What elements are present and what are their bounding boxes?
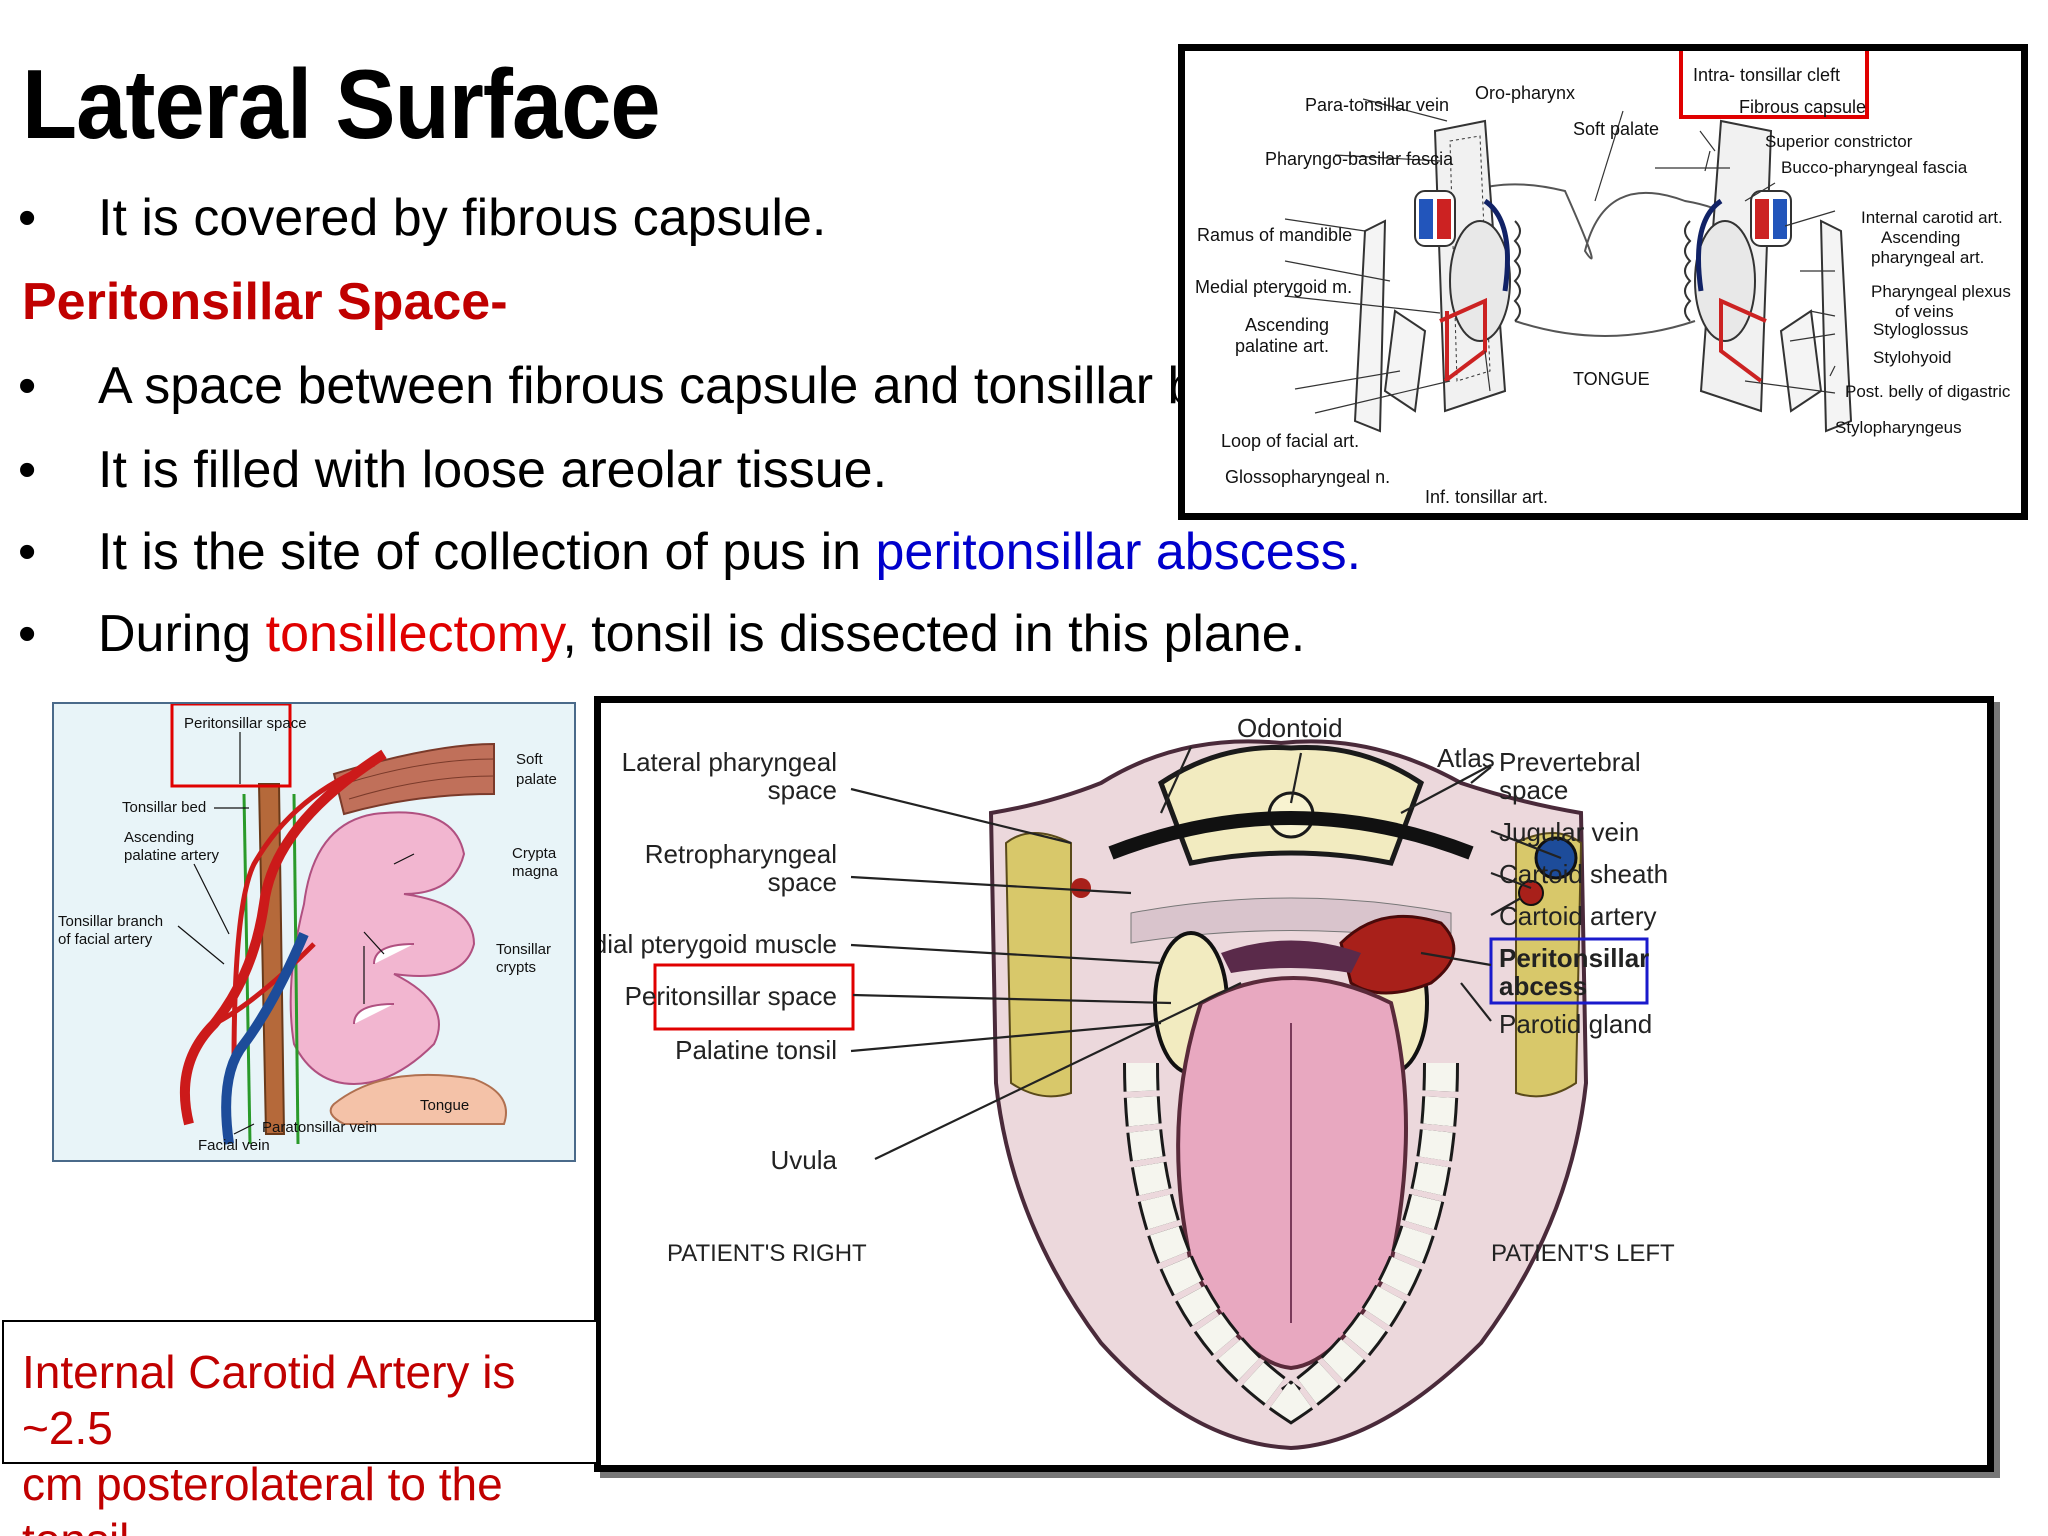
label-odontoid: Odontoid bbox=[1237, 713, 1343, 743]
bullet-text: During tonsillectomy, tonsil is dissecte… bbox=[98, 604, 1305, 664]
label-patients-right: PATIENT'S RIGHT bbox=[667, 1240, 867, 1267]
label-fibrous-capsule: Fibrous capsule bbox=[1739, 97, 1866, 117]
label-loop-of-facial-art: Loop of facial art. bbox=[1221, 431, 1359, 451]
label-intra-tonsillar-cleft: Intra- tonsillar cleft bbox=[1693, 65, 1840, 85]
figure-tonsil-bed: Peritonsillar space Soft palate Tonsilla… bbox=[52, 702, 576, 1162]
label-palatine-artery: palatine artery bbox=[124, 847, 220, 864]
label-lateral-pharyngeal: Lateral pharyngeal bbox=[622, 747, 837, 777]
label-stylohyoid: Stylohyoid bbox=[1873, 348, 1951, 367]
bullet-marker: • bbox=[18, 441, 37, 499]
note-text: Internal Carotid Artery is ~2.5 cm poste… bbox=[22, 1344, 596, 1536]
label-cartoid-sheath: Cartoid sheath bbox=[1499, 859, 1668, 889]
note-line-1: Internal Carotid Artery is ~2.5 bbox=[22, 1346, 516, 1454]
bullet-marker: • bbox=[18, 189, 37, 247]
label-peritonsillar: Peritonsillar bbox=[1499, 943, 1649, 973]
label-facial-vein: Facial vein bbox=[198, 1137, 270, 1154]
label-tonsillar-branch: Tonsillar branch bbox=[58, 913, 163, 930]
bullet-text: It is covered by fibrous capsule. bbox=[98, 189, 827, 247]
label-abcess: abcess bbox=[1499, 971, 1587, 1001]
highlight-box bbox=[170, 702, 292, 788]
slide-title: Lateral Surface bbox=[22, 49, 661, 159]
label-medial-pterygoid-muscle: Medial pterygoid muscle bbox=[601, 929, 837, 959]
label-space-1: space bbox=[768, 775, 837, 805]
section-subheading: Peritonsillar Space- bbox=[22, 273, 508, 331]
label-glossopharyngeal-n: Glossopharyngeal n. bbox=[1225, 467, 1390, 487]
label-jugular-vein: Jugular vein bbox=[1499, 817, 1639, 847]
bullet-text-part: During bbox=[98, 605, 266, 663]
note-line-2: cm posterolateral to the tonsil bbox=[22, 1458, 503, 1536]
label-parotid-gland: Parotid gland bbox=[1499, 1009, 1652, 1039]
label-post-belly-digastric: Post. belly of digastric bbox=[1845, 382, 2011, 401]
label-medial-pterygoid: Medial pterygoid m. bbox=[1195, 277, 1352, 297]
bullet-text: It is filled with loose areolar tissue. bbox=[98, 440, 887, 500]
label-space-2: space bbox=[768, 867, 837, 897]
highlight-term-abscess: peritonsillar abscess. bbox=[875, 523, 1362, 581]
bullet-text: A space between fibrous capsule and tons… bbox=[98, 356, 1269, 416]
bullet-text-part: , tonsil is dissected in this plane. bbox=[562, 605, 1306, 663]
label-oro-pharynx: Oro-pharynx bbox=[1475, 83, 1575, 103]
highlight-box-peritonsillar-abscess bbox=[1489, 937, 1649, 1005]
bullet-marker: • bbox=[18, 605, 37, 663]
label-cartoid-artery: Cartoid artery bbox=[1499, 901, 1657, 931]
tonsil-cross-section-diagram: Para-tonsillar vein Pharyngo-basilar fas… bbox=[1195, 47, 2011, 507]
label-tonsillar-bed: Tonsillar bed bbox=[122, 799, 206, 816]
figure-oral-cavity-axial: Lateral pharyngeal space Retropharyngeal… bbox=[557, 696, 1994, 1472]
label-peritonsillar-space: Peritonsillar space bbox=[184, 715, 307, 732]
label-peritonsillar-space: Peritonsillar space bbox=[625, 981, 837, 1011]
label-internal-carotid-art: Internal carotid art. bbox=[1861, 208, 2003, 227]
label-uvula: Uvula bbox=[771, 1145, 838, 1175]
label-crypts: crypts bbox=[496, 959, 536, 976]
label-inf-tonsillar-art: Inf. tonsillar art. bbox=[1425, 487, 1548, 507]
label-tongue: TONGUE bbox=[1573, 369, 1650, 389]
label-retropharyngeal: Retropharyngeal bbox=[645, 839, 837, 869]
bullet-marker: • bbox=[18, 523, 37, 581]
bullet-marker: • bbox=[18, 357, 37, 415]
label-pharyngeal-art: pharyngeal art. bbox=[1871, 248, 1984, 267]
label-palatine-tonsil: Palatine tonsil bbox=[675, 1035, 837, 1065]
label-para-tonsillar-vein: Para-tonsillar vein bbox=[1305, 95, 1449, 115]
label-prevertebral: Prevertebral bbox=[1499, 747, 1641, 777]
label-atlas: Atlas bbox=[1437, 743, 1495, 773]
label-palate: palate bbox=[516, 771, 557, 788]
label-styloglossus: Styloglossus bbox=[1873, 320, 1968, 339]
label-stylopharyngeus: Stylopharyngeus bbox=[1835, 418, 1962, 437]
label-patients-left: PATIENT'S LEFT bbox=[1491, 1240, 1675, 1267]
label-of-veins: of veins bbox=[1895, 302, 1954, 321]
label-crypta: Crypta bbox=[512, 845, 557, 862]
label-magna: magna bbox=[512, 863, 559, 880]
bullet-text-part: A space between fibrous capsule and tons… bbox=[98, 357, 1269, 415]
bullet-text-part: It is the site of collection of pus in bbox=[98, 523, 876, 581]
label-palatine-art: palatine art. bbox=[1235, 336, 1329, 356]
label-soft-palate: Soft palate bbox=[1573, 119, 1659, 139]
tonsil-bed-diagram: Peritonsillar space Soft palate Tonsilla… bbox=[58, 702, 559, 1154]
label-tongue: Tongue bbox=[420, 1097, 469, 1114]
highlight-box-peritonsillar-space bbox=[653, 963, 855, 1031]
label-tonsillar: Tonsillar bbox=[496, 941, 551, 958]
figure-tonsil-cross-section: Para-tonsillar vein Pharyngo-basilar fas… bbox=[1178, 44, 2028, 520]
label-ramus-of-mandible: Ramus of mandible bbox=[1197, 225, 1352, 245]
bullet-text: It is the site of collection of pus in p… bbox=[98, 522, 1361, 582]
label-of-facial-artery: of facial artery bbox=[58, 931, 153, 948]
oral-cavity-axial-diagram: Lateral pharyngeal space Retropharyngeal… bbox=[557, 713, 1675, 1451]
bullet-text-part: It is filled with loose areolar tissue. bbox=[98, 441, 888, 499]
highlight-term-tonsillectomy: tonsillectomy bbox=[265, 605, 563, 663]
note-box: Internal Carotid Artery is ~2.5 cm poste… bbox=[2, 1320, 598, 1536]
label-paratonsillar-vein: Paratonsillar vein bbox=[262, 1119, 377, 1136]
label-ascending: Ascending bbox=[1245, 315, 1329, 335]
label-ascending: Ascending bbox=[124, 829, 194, 846]
label-bucco-pharyngeal-fascia: Bucco-pharyngeal fascia bbox=[1781, 158, 1968, 177]
label-soft: Soft bbox=[516, 751, 544, 768]
label-pharyngo-basilar-fascia: Pharyngo-basilar fascia bbox=[1265, 149, 1454, 169]
label-ascending-right: Ascending bbox=[1881, 228, 1960, 247]
label-space-3: space bbox=[1499, 775, 1568, 805]
label-superior-constrictor: Superior constrictor bbox=[1765, 132, 1913, 151]
label-pharyngeal-plexus: Pharyngeal plexus bbox=[1871, 282, 2011, 301]
